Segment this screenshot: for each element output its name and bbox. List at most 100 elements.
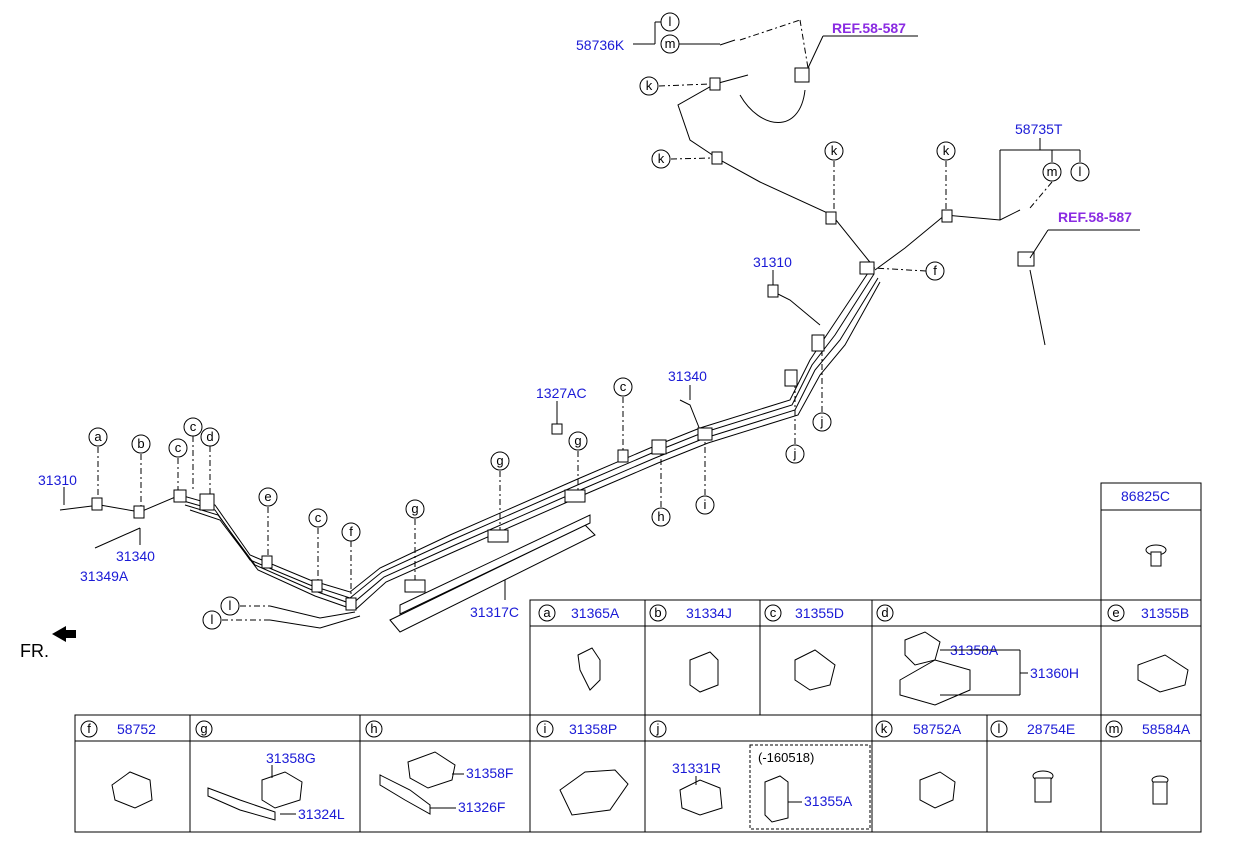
grommet-icon	[1145, 544, 1167, 567]
clip-31334J-icon	[689, 651, 719, 693]
svg-text:k: k	[881, 721, 888, 736]
legend-cell-l: l 28754E	[990, 720, 1075, 738]
pipe-bundle	[59, 39, 1046, 629]
rail-bracket	[389, 514, 596, 633]
svg-text:j: j	[656, 721, 660, 736]
legend-58752-label: 58752	[117, 721, 156, 737]
legend-31358F-label: 31358F	[466, 765, 513, 781]
legend-cell-a: a 31365A	[538, 604, 620, 622]
callout-k: k	[824, 141, 844, 161]
legend-row1-headers: a 31365A b 31334J c 31355D d 31358A 3136…	[538, 604, 1189, 681]
callout-g: g	[568, 431, 588, 451]
part-label-1327AC: 1327AC	[536, 385, 587, 401]
callout-e: e	[258, 487, 278, 507]
svg-text:c: c	[175, 440, 182, 455]
legend-cell-g: g 31358G 31324L	[195, 720, 345, 822]
svg-text:d: d	[881, 605, 888, 620]
svg-text:m: m	[1047, 164, 1058, 179]
front-direction-indicator: FR.	[20, 626, 76, 661]
legend-31360H-label: 31360H	[1030, 665, 1079, 681]
clip-31365A-icon	[577, 647, 601, 691]
front-arrow-icon	[52, 626, 76, 642]
svg-text:m: m	[665, 36, 676, 51]
svg-text:f: f	[933, 263, 937, 278]
svg-text:e: e	[264, 489, 271, 504]
legend-31355B-label: 31355B	[1141, 605, 1189, 621]
svg-text:g: g	[200, 721, 207, 736]
part-label-31310-mid: 31310	[753, 254, 792, 270]
callout-j: j	[785, 444, 805, 464]
part-label-58735T: 58735T	[1015, 121, 1063, 137]
part-number-labels: 58736K 58735T 31310 31310 31340 31340 31…	[38, 37, 1063, 620]
svg-text:m: m	[1109, 721, 1120, 736]
callout-f: f	[341, 522, 361, 542]
part-label-31340-left: 31340	[116, 548, 155, 564]
svg-text:c: c	[620, 379, 627, 394]
bracket-31360H-icon	[899, 659, 971, 706]
callout-k: k	[639, 76, 659, 96]
legend-31358P-label: 31358P	[569, 721, 617, 737]
legend-28754E-label: 28754E	[1027, 721, 1075, 737]
legend-cell-e: e 31355B	[1107, 604, 1189, 622]
part-label-31310-left: 31310	[38, 472, 77, 488]
parts-legend-table: 86825C	[74, 482, 1202, 833]
svg-text:g: g	[574, 433, 581, 448]
callout-circles: a b c c d e c f g g g c h i j j f k k k …	[88, 12, 1090, 630]
svg-text:b: b	[137, 436, 144, 451]
legend-cell-b: b 31334J	[649, 604, 732, 622]
callout-d: d	[200, 427, 220, 447]
svg-text:h: h	[657, 509, 664, 524]
legend-86825C-label: 86825C	[1121, 488, 1170, 504]
legend-date-note: (-160518)	[758, 750, 814, 765]
clip-31355B-icon	[1137, 654, 1189, 693]
bracket-31326F-icon	[379, 774, 431, 815]
svg-text:e: e	[1112, 605, 1119, 620]
legend-31324L-label: 31324L	[298, 806, 345, 822]
svg-text:f: f	[87, 721, 91, 736]
callout-a: a	[88, 427, 108, 447]
svg-text:k: k	[658, 151, 665, 166]
part-label-58736K: 58736K	[576, 37, 625, 53]
callout-c: c	[613, 377, 633, 397]
legend-58752A-label: 58752A	[913, 721, 962, 737]
legend-31355A-label: 31355A	[804, 793, 853, 809]
clip-31358F-icon	[407, 751, 456, 789]
legend-cell-k: k 58752A	[875, 720, 962, 738]
clip-31358P-icon	[559, 769, 629, 816]
legend-cell-i: i 31358P	[536, 720, 617, 738]
legend-row2-headers: f 58752 g 31358G 31324L h 31358F 31326F …	[80, 720, 1191, 830]
svg-text:k: k	[646, 78, 653, 93]
legend-31331R-label: 31331R	[672, 760, 721, 776]
part-label-31340-mid: 31340	[668, 368, 707, 384]
svg-text:j: j	[793, 446, 797, 461]
grommet-58584A-icon	[1151, 775, 1169, 805]
bracket-31324L-icon	[207, 787, 276, 821]
legend-31355D-label: 31355D	[795, 605, 844, 621]
svg-text:a: a	[94, 429, 102, 444]
callout-h: h	[651, 507, 671, 527]
legend-cell-f: f 58752	[80, 720, 156, 738]
callout-k: k	[651, 149, 671, 169]
legend-31326F-label: 31326F	[458, 799, 505, 815]
svg-text:l: l	[1079, 164, 1082, 179]
callout-c: c	[183, 417, 203, 437]
ref-label-right: REF.58-587	[1058, 209, 1132, 225]
svg-text:l: l	[211, 612, 214, 627]
legend-58584A-label: 58584A	[1142, 721, 1191, 737]
callout-i: i	[695, 495, 715, 515]
callout-l: l	[1070, 162, 1090, 182]
svg-text:l: l	[229, 598, 232, 613]
legend-cell-c: c 31355D	[764, 604, 844, 622]
legend-31365A-label: 31365A	[571, 605, 620, 621]
clip-31355A-icon	[764, 775, 789, 823]
clip-58752A-icon	[919, 771, 956, 809]
callout-l: l	[220, 596, 240, 616]
leader-lines	[63, 19, 1140, 621]
callout-c: c	[168, 438, 188, 458]
svg-text:j: j	[820, 414, 824, 429]
callout-m: m	[1042, 162, 1062, 182]
legend-31358G-label: 31358G	[266, 750, 316, 766]
svg-text:k: k	[943, 143, 950, 158]
callout-f: f	[925, 261, 945, 281]
